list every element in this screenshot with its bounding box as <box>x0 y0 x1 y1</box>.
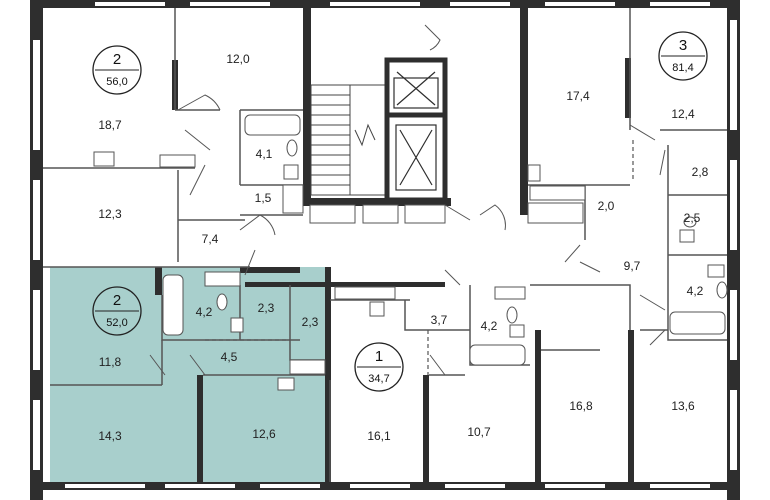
elevator-icon <box>384 57 448 203</box>
room-area-label: 1,5 <box>255 191 272 205</box>
outer-walls <box>30 0 740 500</box>
room-area-label: 12,0 <box>226 52 250 66</box>
room-area-label: 4,2 <box>196 305 213 319</box>
room-area-label: 2,3 <box>258 301 275 315</box>
room-area-label: 10,7 <box>467 425 491 439</box>
room-area-label: 9,7 <box>624 259 641 273</box>
room-area-label: 4,5 <box>221 350 238 364</box>
counter-icon <box>159 154 586 375</box>
room-area-label: 12,3 <box>98 207 122 221</box>
apartment-badge-52[interactable]: 2 52,0 <box>92 286 142 336</box>
room-area-label: 13,6 <box>671 399 695 413</box>
bathtub-icon <box>162 114 726 366</box>
room-labels: 12,0 18,7 4,1 1,5 12,3 7,4 17,4 12,4 2,8… <box>98 52 708 443</box>
apartment-badge-56[interactable]: 2 56,0 <box>92 45 142 95</box>
room-area-label: 17,4 <box>566 89 590 103</box>
room-area-label: 7,4 <box>202 232 219 246</box>
room-area-label: 2,5 <box>684 211 701 225</box>
room-area-label: 4,1 <box>256 147 273 161</box>
apartment-rooms: 2 <box>113 51 121 68</box>
door-swing-icon <box>149 24 666 376</box>
room-area-label: 2,3 <box>302 315 319 329</box>
partitions <box>43 8 727 482</box>
staircase-icon <box>310 84 387 196</box>
room-area-label: 11,8 <box>99 355 122 369</box>
toilet-icon <box>216 139 728 324</box>
apartment-area: 56,0 <box>106 76 127 88</box>
room-area-label: 14,3 <box>98 429 122 443</box>
room-area-label: 4,2 <box>481 319 498 333</box>
apartment-rooms: 3 <box>679 37 687 54</box>
apartment-area: 81,4 <box>672 62 693 74</box>
room-area-label: 16,8 <box>569 399 593 413</box>
room-area-label: 12,6 <box>252 427 276 441</box>
room-area-label: 4,2 <box>687 284 704 298</box>
apartment-badge-34[interactable]: 1 34,7 <box>354 342 404 392</box>
room-area-label: 2,0 <box>598 199 615 213</box>
room-area-label: 12,4 <box>671 107 695 121</box>
dashed-separators <box>205 140 634 375</box>
sink-icon <box>93 151 725 391</box>
room-area-label: 18,7 <box>98 118 122 132</box>
structural-walls <box>155 0 634 482</box>
apartment-area: 34,7 <box>368 373 389 385</box>
room-area-label: 2,8 <box>692 165 709 179</box>
apartment-rooms: 2 <box>113 292 121 309</box>
room-area-label: 16,1 <box>367 429 391 443</box>
apartment-rooms: 1 <box>375 348 383 365</box>
apartment-area: 52,0 <box>106 317 127 329</box>
room-area-label: 3,7 <box>431 313 448 327</box>
apartment-badge-81[interactable]: 3 81,4 <box>658 31 708 81</box>
